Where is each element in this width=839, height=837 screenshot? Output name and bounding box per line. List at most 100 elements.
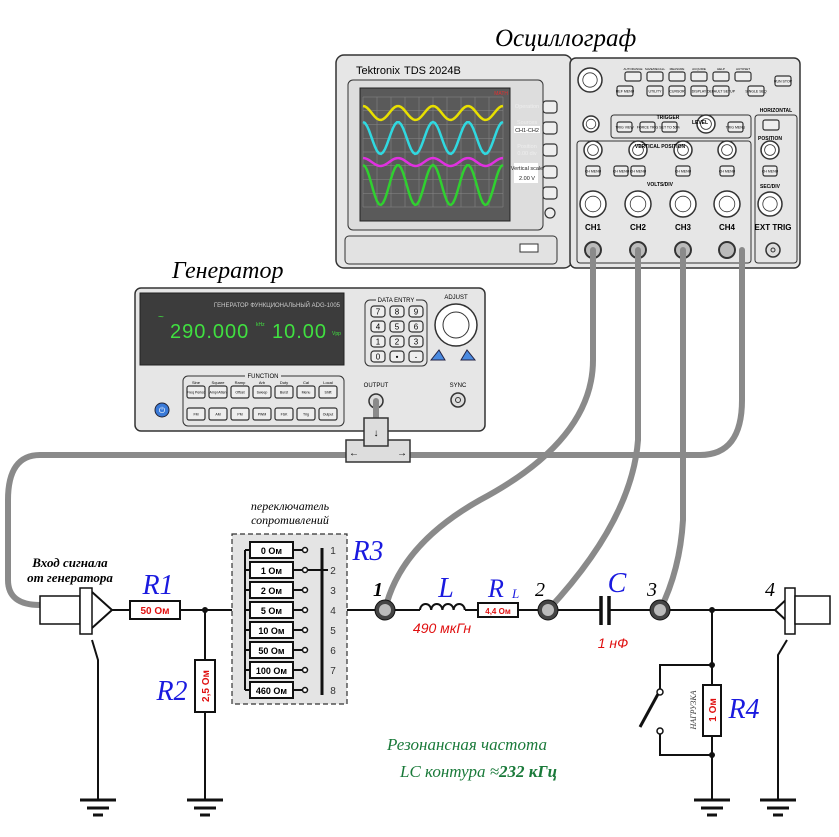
menu-side-button-3[interactable] xyxy=(542,143,558,157)
button-defaultsetup[interactable] xyxy=(712,85,730,97)
button-forcetrig[interactable] xyxy=(639,121,656,133)
function-button-3[interactable] xyxy=(230,385,250,399)
switch-contact[interactable] xyxy=(301,666,309,674)
button-display[interactable] xyxy=(690,85,708,97)
horizontal-menu-button[interactable] xyxy=(762,165,778,177)
screen-sources-label: Sources xyxy=(517,120,537,126)
top-button-caption: MEASURE xyxy=(670,67,685,71)
button-setto50[interactable] xyxy=(661,121,678,133)
switch-contact[interactable] xyxy=(301,606,309,614)
r4-caption: НАГРУЗКА xyxy=(689,690,698,730)
function-button-9[interactable] xyxy=(208,407,228,421)
rl-resistor xyxy=(477,602,519,618)
button-cursor[interactable] xyxy=(668,85,686,97)
ch4-connector[interactable] xyxy=(718,241,736,259)
output-bnc-connector[interactable] xyxy=(763,587,831,800)
switch-contact[interactable] xyxy=(301,686,309,694)
key-11[interactable] xyxy=(389,350,405,363)
input-label-line1: Вход сигнала xyxy=(31,555,108,570)
adjust-left-button[interactable] xyxy=(429,349,446,361)
function-button-12[interactable] xyxy=(274,407,294,421)
function-button-7[interactable] xyxy=(318,385,338,399)
power-button[interactable] xyxy=(154,402,170,418)
switch-contact[interactable] xyxy=(301,566,309,574)
sync-connector[interactable] xyxy=(450,392,466,408)
switch-contact[interactable] xyxy=(301,546,309,554)
key-label: 4 xyxy=(376,323,381,332)
ext-trig-connector[interactable] xyxy=(765,242,781,258)
key-7[interactable] xyxy=(370,335,386,348)
button-acquire[interactable] xyxy=(690,71,708,82)
button-runstop-label: RUN STOP xyxy=(774,80,793,84)
key-5[interactable] xyxy=(389,320,405,333)
function-button-8[interactable] xyxy=(186,407,206,421)
ch2-menu-button[interactable] xyxy=(630,165,646,177)
key-10[interactable] xyxy=(370,350,386,363)
menu-side-button-5[interactable] xyxy=(542,186,558,200)
function-button-5-label: Burst xyxy=(280,391,288,395)
load-switch[interactable] xyxy=(638,693,660,728)
function-caption: Local xyxy=(323,380,333,385)
function-button-13[interactable] xyxy=(296,407,316,421)
button-runstop[interactable] xyxy=(774,75,792,87)
button-utility[interactable] xyxy=(646,85,664,97)
set-to-zero-button[interactable] xyxy=(762,119,780,131)
button-trigmenu[interactable] xyxy=(727,121,744,133)
ground-icon xyxy=(694,798,730,817)
function-button-2[interactable] xyxy=(208,385,228,399)
ch3-menu-button[interactable] xyxy=(675,165,691,177)
cables: ↓ ← → xyxy=(5,247,745,613)
key-8[interactable] xyxy=(389,335,405,348)
generator-to-input-cable xyxy=(5,452,351,608)
r3-option-4[interactable] xyxy=(249,601,294,619)
r3-option-3[interactable] xyxy=(249,581,294,599)
r3-option-1[interactable] xyxy=(249,541,294,559)
function-button-6[interactable] xyxy=(296,385,316,399)
adjust-right-button[interactable] xyxy=(460,349,477,361)
math-menu-button[interactable] xyxy=(613,165,629,177)
function-label: FUNCTION xyxy=(248,374,279,380)
function-button-5[interactable] xyxy=(274,385,294,399)
input-bnc-connector[interactable] xyxy=(39,587,120,800)
key-label: - xyxy=(415,353,418,362)
button-trigview[interactable] xyxy=(616,121,633,133)
menu-side-button-1[interactable] xyxy=(542,100,558,114)
button-autoset[interactable] xyxy=(734,71,752,82)
button-singleseq[interactable] xyxy=(747,85,765,97)
function-button-1[interactable] xyxy=(186,385,206,399)
button-refmenu[interactable] xyxy=(616,85,634,97)
r3-option-7[interactable] xyxy=(249,661,294,679)
menu-side-button-4[interactable] xyxy=(542,165,558,179)
r2-label: R2 xyxy=(155,676,187,707)
button-help[interactable] xyxy=(712,71,730,82)
generator-to-ch4-cable xyxy=(403,247,745,458)
switch-contact[interactable] xyxy=(301,646,309,654)
r3-option-2[interactable] xyxy=(249,561,294,579)
trace-3 xyxy=(362,156,504,168)
key-2[interactable] xyxy=(389,305,405,318)
ch4-menu-button[interactable] xyxy=(719,165,735,177)
function-button-14[interactable] xyxy=(318,407,338,421)
menu-off-button[interactable] xyxy=(544,207,556,219)
key-3[interactable] xyxy=(408,305,424,318)
button-measure[interactable] xyxy=(668,71,686,82)
function-button-11[interactable] xyxy=(252,407,272,421)
key-1[interactable] xyxy=(370,305,386,318)
key-9[interactable] xyxy=(408,335,424,348)
ch1-menu-button[interactable] xyxy=(585,165,601,177)
button-saverecall[interactable] xyxy=(646,71,664,82)
switch-contact[interactable] xyxy=(301,626,309,634)
switch-position-number: 3 xyxy=(330,586,336,597)
r3-option-8[interactable] xyxy=(249,681,294,699)
function-button-10[interactable] xyxy=(230,407,250,421)
menu-side-button-2[interactable] xyxy=(542,121,558,135)
key-6[interactable] xyxy=(408,320,424,333)
key-label: 9 xyxy=(414,308,419,317)
key-12[interactable] xyxy=(408,350,424,363)
button-autorange[interactable] xyxy=(624,71,642,82)
r3-option-5[interactable] xyxy=(249,621,294,639)
r3-option-6[interactable] xyxy=(249,641,294,659)
key-4[interactable] xyxy=(370,320,386,333)
function-button-4[interactable] xyxy=(252,385,272,399)
switch-contact[interactable] xyxy=(301,586,309,594)
